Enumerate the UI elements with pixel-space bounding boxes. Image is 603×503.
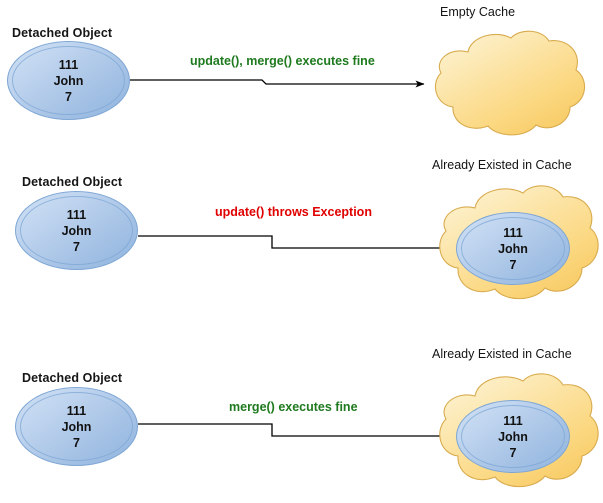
connector-arrow-row-1	[130, 79, 425, 88]
detached-object-id-row-1: 111	[58, 57, 79, 72]
cached-object-ellipse-row-2: 111 John 7	[456, 212, 570, 285]
diagram-row-2: Detached Object 111 John 7 update() thro…	[0, 155, 603, 320]
cached-object-value-row-2: 7	[509, 257, 517, 272]
detached-object-id-row-2: 111	[66, 207, 87, 222]
connector-label-row-2: update() throws Exception	[215, 205, 372, 219]
cached-object-value-row-3: 7	[509, 445, 517, 460]
diagram-row-3: Detached Object 111 John 7 merge() execu…	[0, 338, 603, 503]
detached-object-value-row-1: 7	[65, 89, 72, 104]
detached-object-ellipse-row-2: 111 John 7	[15, 191, 138, 270]
cloud-title-row-3: Already Existed in Cache	[432, 347, 572, 361]
detached-object-id-row-3: 111	[66, 403, 87, 418]
diagram-row-1: Detached Object 111 John 7 update(), mer…	[0, 0, 603, 160]
connector-label-row-3: merge() executes fine	[229, 400, 358, 414]
cached-object-id-row-2: 111	[503, 225, 523, 240]
cloud-title-row-2: Already Existed in Cache	[432, 158, 572, 172]
detached-object-value-row-2: 7	[73, 239, 80, 254]
detached-object-name-row-3: John	[61, 419, 92, 434]
source-label-row-1: Detached Object	[12, 26, 113, 40]
detached-object-ellipse-row-1: 111 John 7	[7, 41, 130, 120]
connector-arrow-row-2	[138, 235, 451, 252]
source-label-row-3: Detached Object	[22, 371, 123, 385]
cloud-title-row-1: Empty Cache	[440, 5, 516, 19]
cached-object-id-row-3: 111	[503, 413, 523, 428]
detached-object-value-row-3: 7	[73, 435, 80, 450]
cache-cloud-row-1	[416, 28, 591, 140]
connector-arrow-row-3	[138, 423, 451, 440]
connector-label-row-1: update(), merge() executes fine	[190, 54, 375, 68]
source-label-row-2: Detached Object	[22, 175, 123, 189]
detached-object-name-row-1: John	[53, 73, 84, 88]
detached-object-ellipse-row-3: 111 John 7	[15, 387, 138, 466]
detached-object-name-row-2: John	[61, 223, 92, 238]
cached-object-name-row-3: John	[498, 429, 528, 444]
cached-object-ellipse-row-3: 111 John 7	[456, 400, 570, 473]
cached-object-name-row-2: John	[498, 241, 528, 256]
